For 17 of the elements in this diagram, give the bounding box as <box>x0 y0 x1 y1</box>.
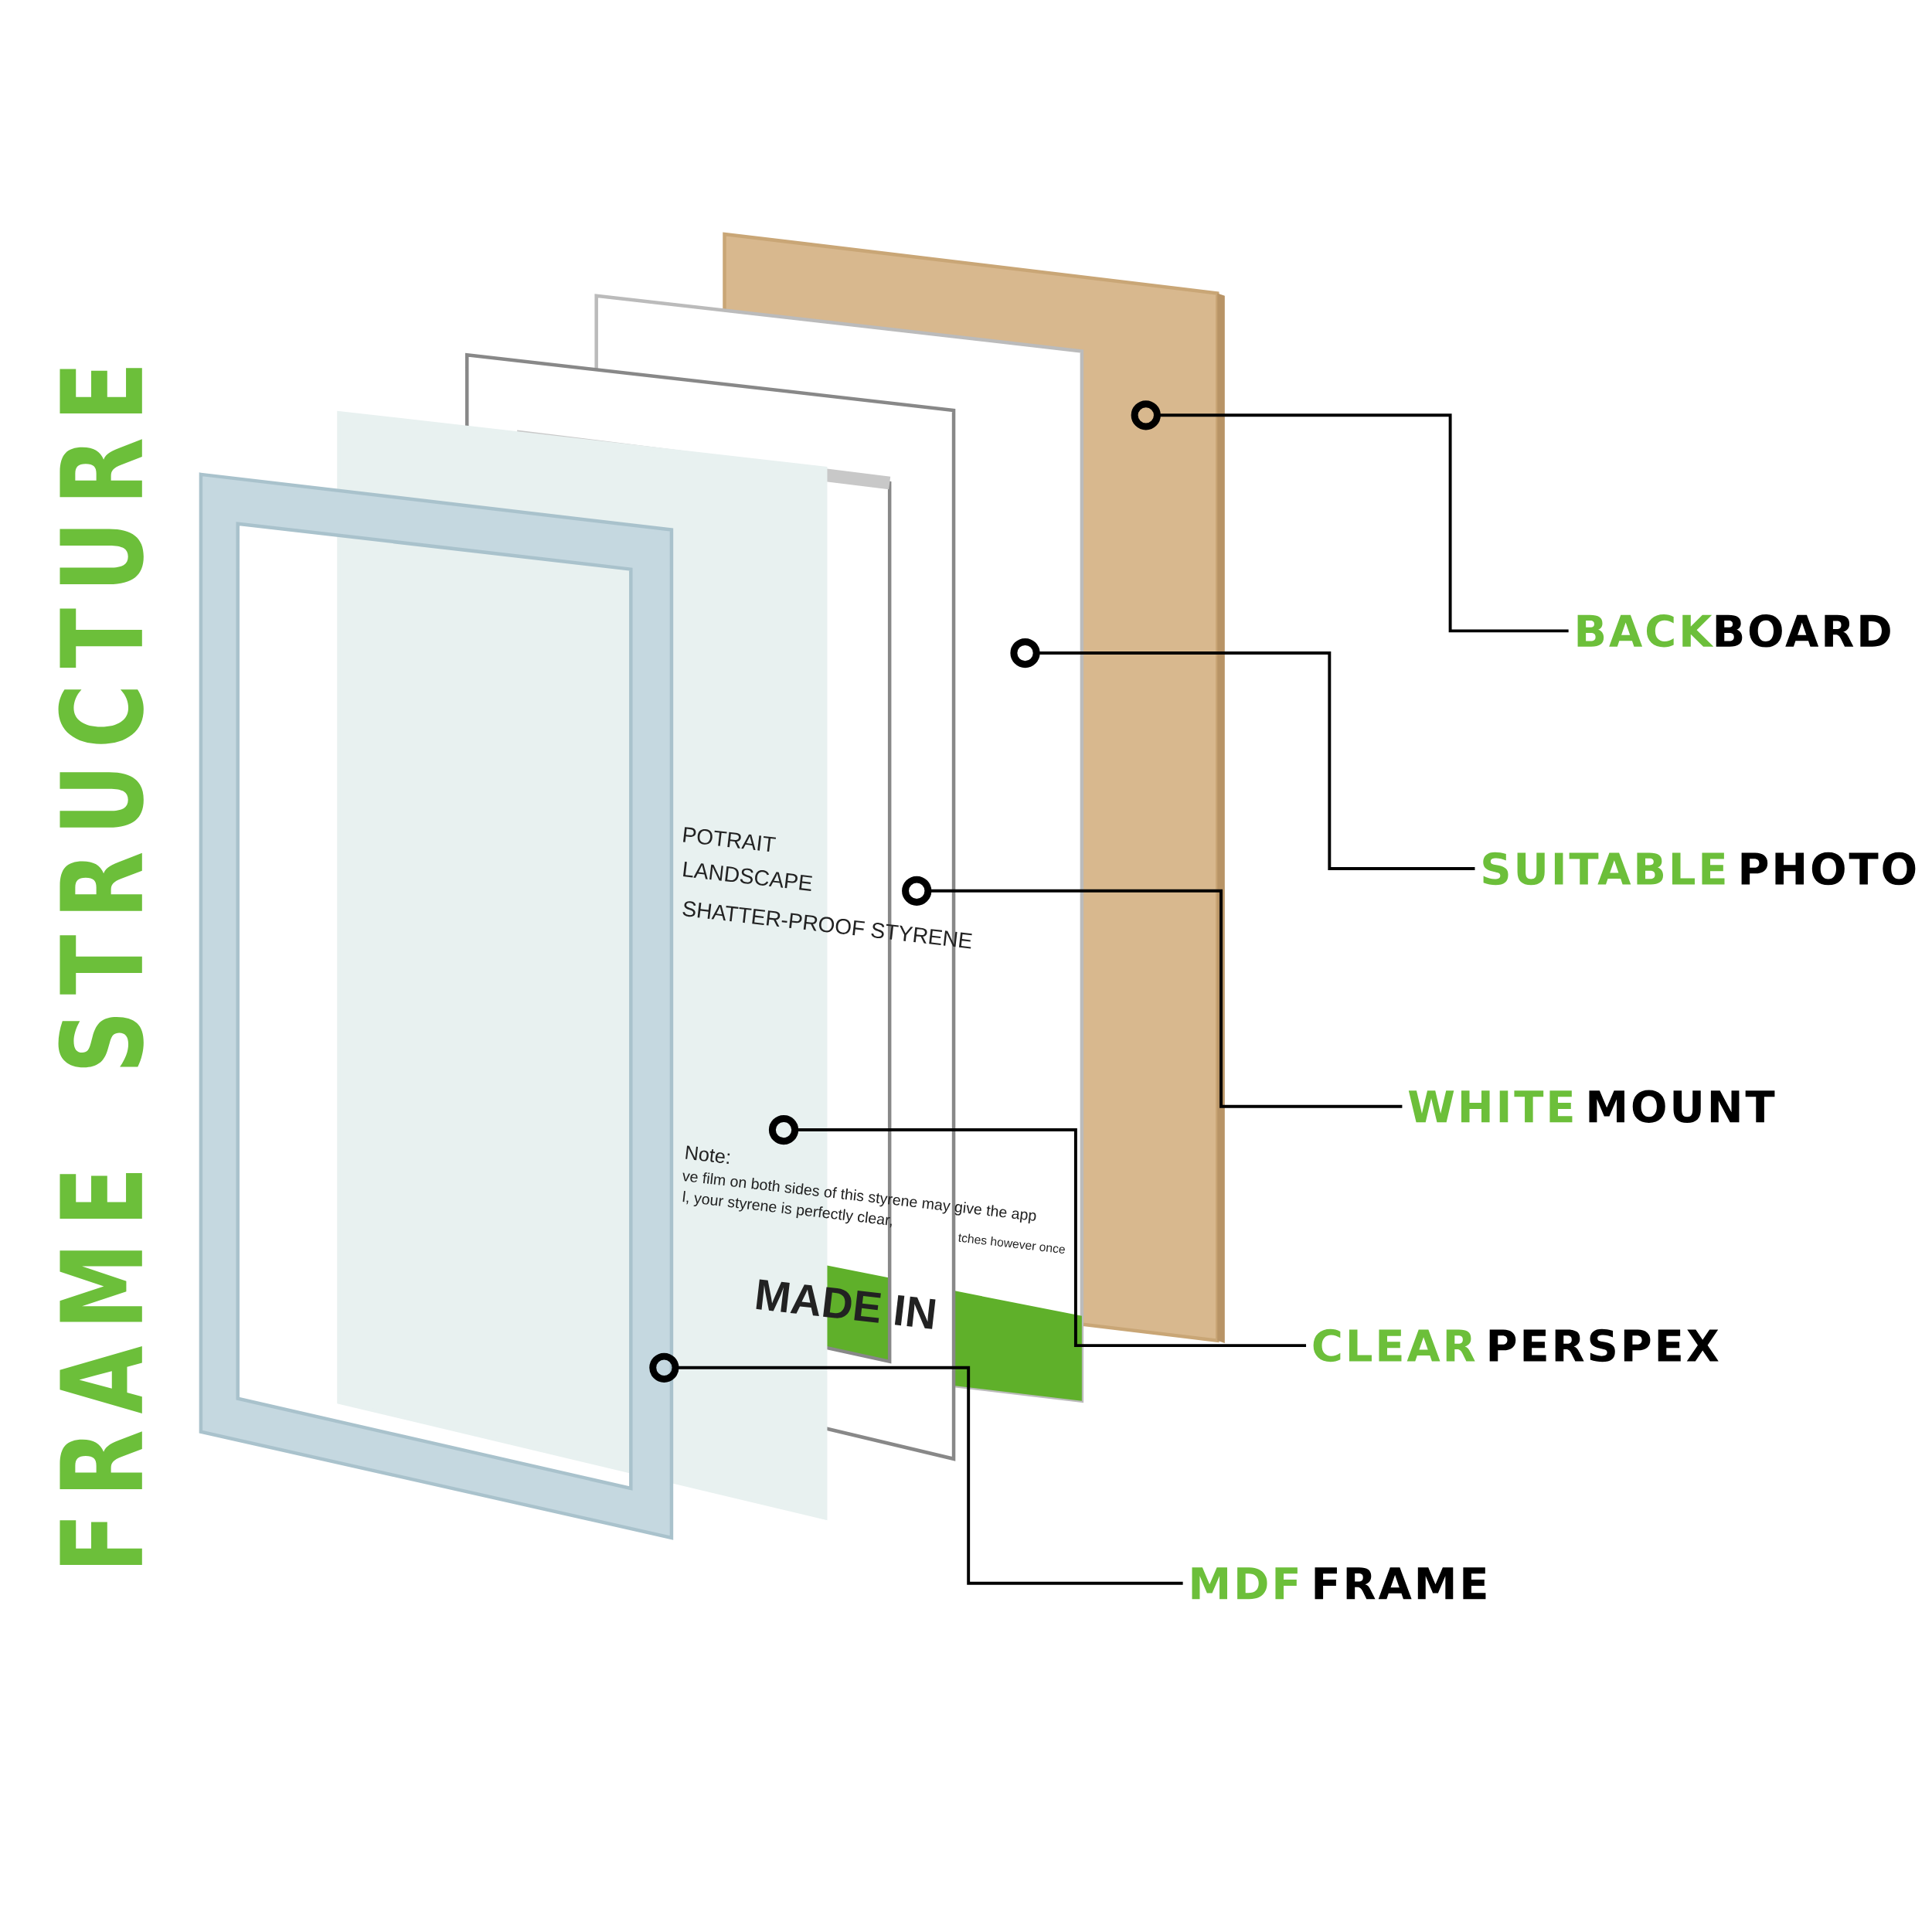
callout-label: MDF FRAME <box>1192 1567 1486 1600</box>
leader-line <box>1010 638 1475 871</box>
callout-label: SUITABLE PHOTO <box>1483 852 1916 886</box>
callout-label: CLEAR PERSPEX <box>1313 1328 1719 1362</box>
callout-label: BACKBOARD <box>1577 614 1890 648</box>
title: FRAME STRUCTURE <box>58 368 144 1565</box>
insert-text: SHATTER-PROOF STYRENE <box>682 901 972 949</box>
callout-label: WHITE MOUNT <box>1408 1090 1775 1123</box>
insert-text: tches however once <box>958 1233 1065 1254</box>
leader-line <box>902 876 1403 1108</box>
insert-text: MADE IN <box>756 1279 936 1329</box>
insert-text: POTRAIT <box>683 827 777 852</box>
leader-line <box>768 1114 1307 1348</box>
insert-text: Note: <box>685 1145 730 1164</box>
leader-line <box>1131 400 1569 633</box>
leader-line <box>649 1352 1183 1585</box>
insert-text: LANDSCAPE <box>683 861 812 891</box>
